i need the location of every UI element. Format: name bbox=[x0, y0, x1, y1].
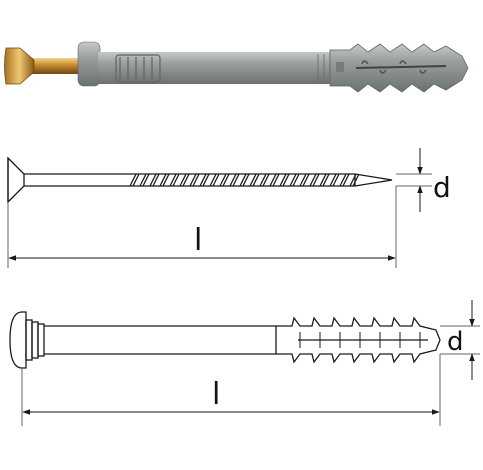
thread-crest bbox=[229, 173, 240, 187]
screw-diameter-label: d bbox=[433, 171, 451, 204]
sleeve-marking bbox=[336, 62, 344, 72]
thread-crest bbox=[309, 173, 320, 187]
thread-crest bbox=[179, 173, 190, 187]
thread-crest bbox=[189, 173, 200, 187]
thread-crest bbox=[139, 173, 150, 187]
sleeve-ring-1 bbox=[25, 319, 33, 361]
sleeve-collar-outline bbox=[9, 311, 27, 369]
thread-crest bbox=[159, 173, 170, 187]
thread-crest bbox=[289, 173, 300, 187]
sleeve-ring-3 bbox=[37, 323, 45, 357]
expansion-slit bbox=[355, 65, 447, 69]
thread-crest bbox=[319, 173, 330, 187]
thread-crest bbox=[199, 173, 210, 187]
thread-crest bbox=[279, 173, 290, 187]
brass-head bbox=[4, 47, 35, 85]
sleeve-collar bbox=[77, 41, 101, 87]
sleeve-length-label: l bbox=[212, 377, 220, 412]
screw-nail-drawing-icon bbox=[7, 156, 393, 204]
brass-shank bbox=[28, 58, 88, 74]
thread-crest bbox=[209, 173, 220, 187]
thread-crest bbox=[339, 173, 350, 187]
screw-thread-body bbox=[128, 173, 393, 187]
sleeve-length-dimension bbox=[21, 354, 441, 426]
thread-crest bbox=[249, 173, 260, 187]
sleeve-ridges bbox=[115, 54, 161, 83]
sleeve-body bbox=[98, 52, 330, 84]
thread-crest bbox=[259, 173, 270, 187]
thread-crest bbox=[129, 173, 140, 187]
thread-crest bbox=[269, 173, 280, 187]
plastic-sleeve-drawing-icon bbox=[9, 311, 441, 369]
thread-crest bbox=[239, 173, 250, 187]
screw-length-label: l bbox=[194, 223, 202, 258]
thread-crest bbox=[169, 173, 180, 187]
screw-length-dimension bbox=[7, 186, 397, 268]
sleeve-fingers-detail bbox=[299, 332, 421, 348]
sleeve-diameter-label: d bbox=[447, 327, 464, 357]
screw-head bbox=[7, 156, 25, 204]
nail-anchor-photo-icon bbox=[4, 41, 469, 93]
thread-crest bbox=[329, 173, 340, 187]
screw-diameter-dimension bbox=[396, 148, 432, 212]
thread-crest bbox=[219, 173, 230, 187]
screw-threads bbox=[129, 173, 360, 187]
thread-crest bbox=[299, 173, 310, 187]
sleeve-ring-2 bbox=[31, 321, 39, 359]
sleeve-diameter-dimension bbox=[440, 300, 480, 380]
sleeve-expansion-outline bbox=[276, 316, 441, 364]
thread-crest bbox=[149, 173, 160, 187]
